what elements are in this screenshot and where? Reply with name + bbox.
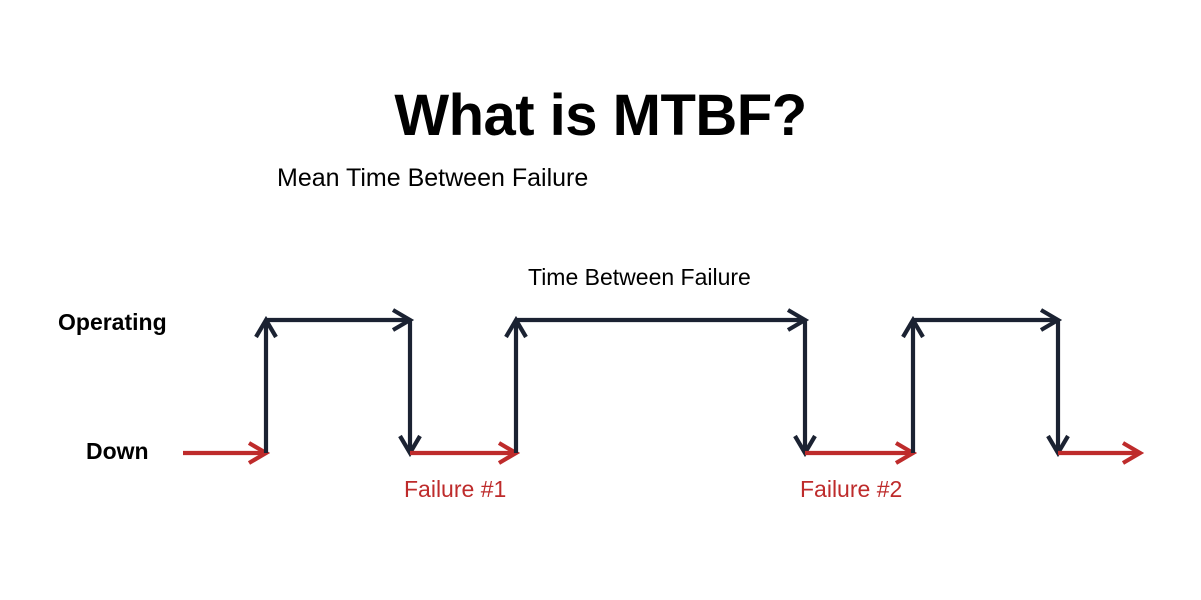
axis-label-down: Down bbox=[86, 438, 149, 464]
axis-label-operating: Operating bbox=[58, 309, 167, 335]
page-subtitle: Mean Time Between Failure bbox=[277, 164, 589, 192]
failure-label-1: Failure #1 bbox=[404, 476, 507, 502]
arrowhead-down-3 bbox=[1121, 441, 1145, 465]
page-title: What is MTBF? bbox=[394, 83, 807, 148]
timeline-segments bbox=[183, 308, 1145, 465]
span-label-time-between-failure: Time Between Failure bbox=[528, 264, 751, 290]
failure-label-2: Failure #2 bbox=[800, 476, 903, 502]
